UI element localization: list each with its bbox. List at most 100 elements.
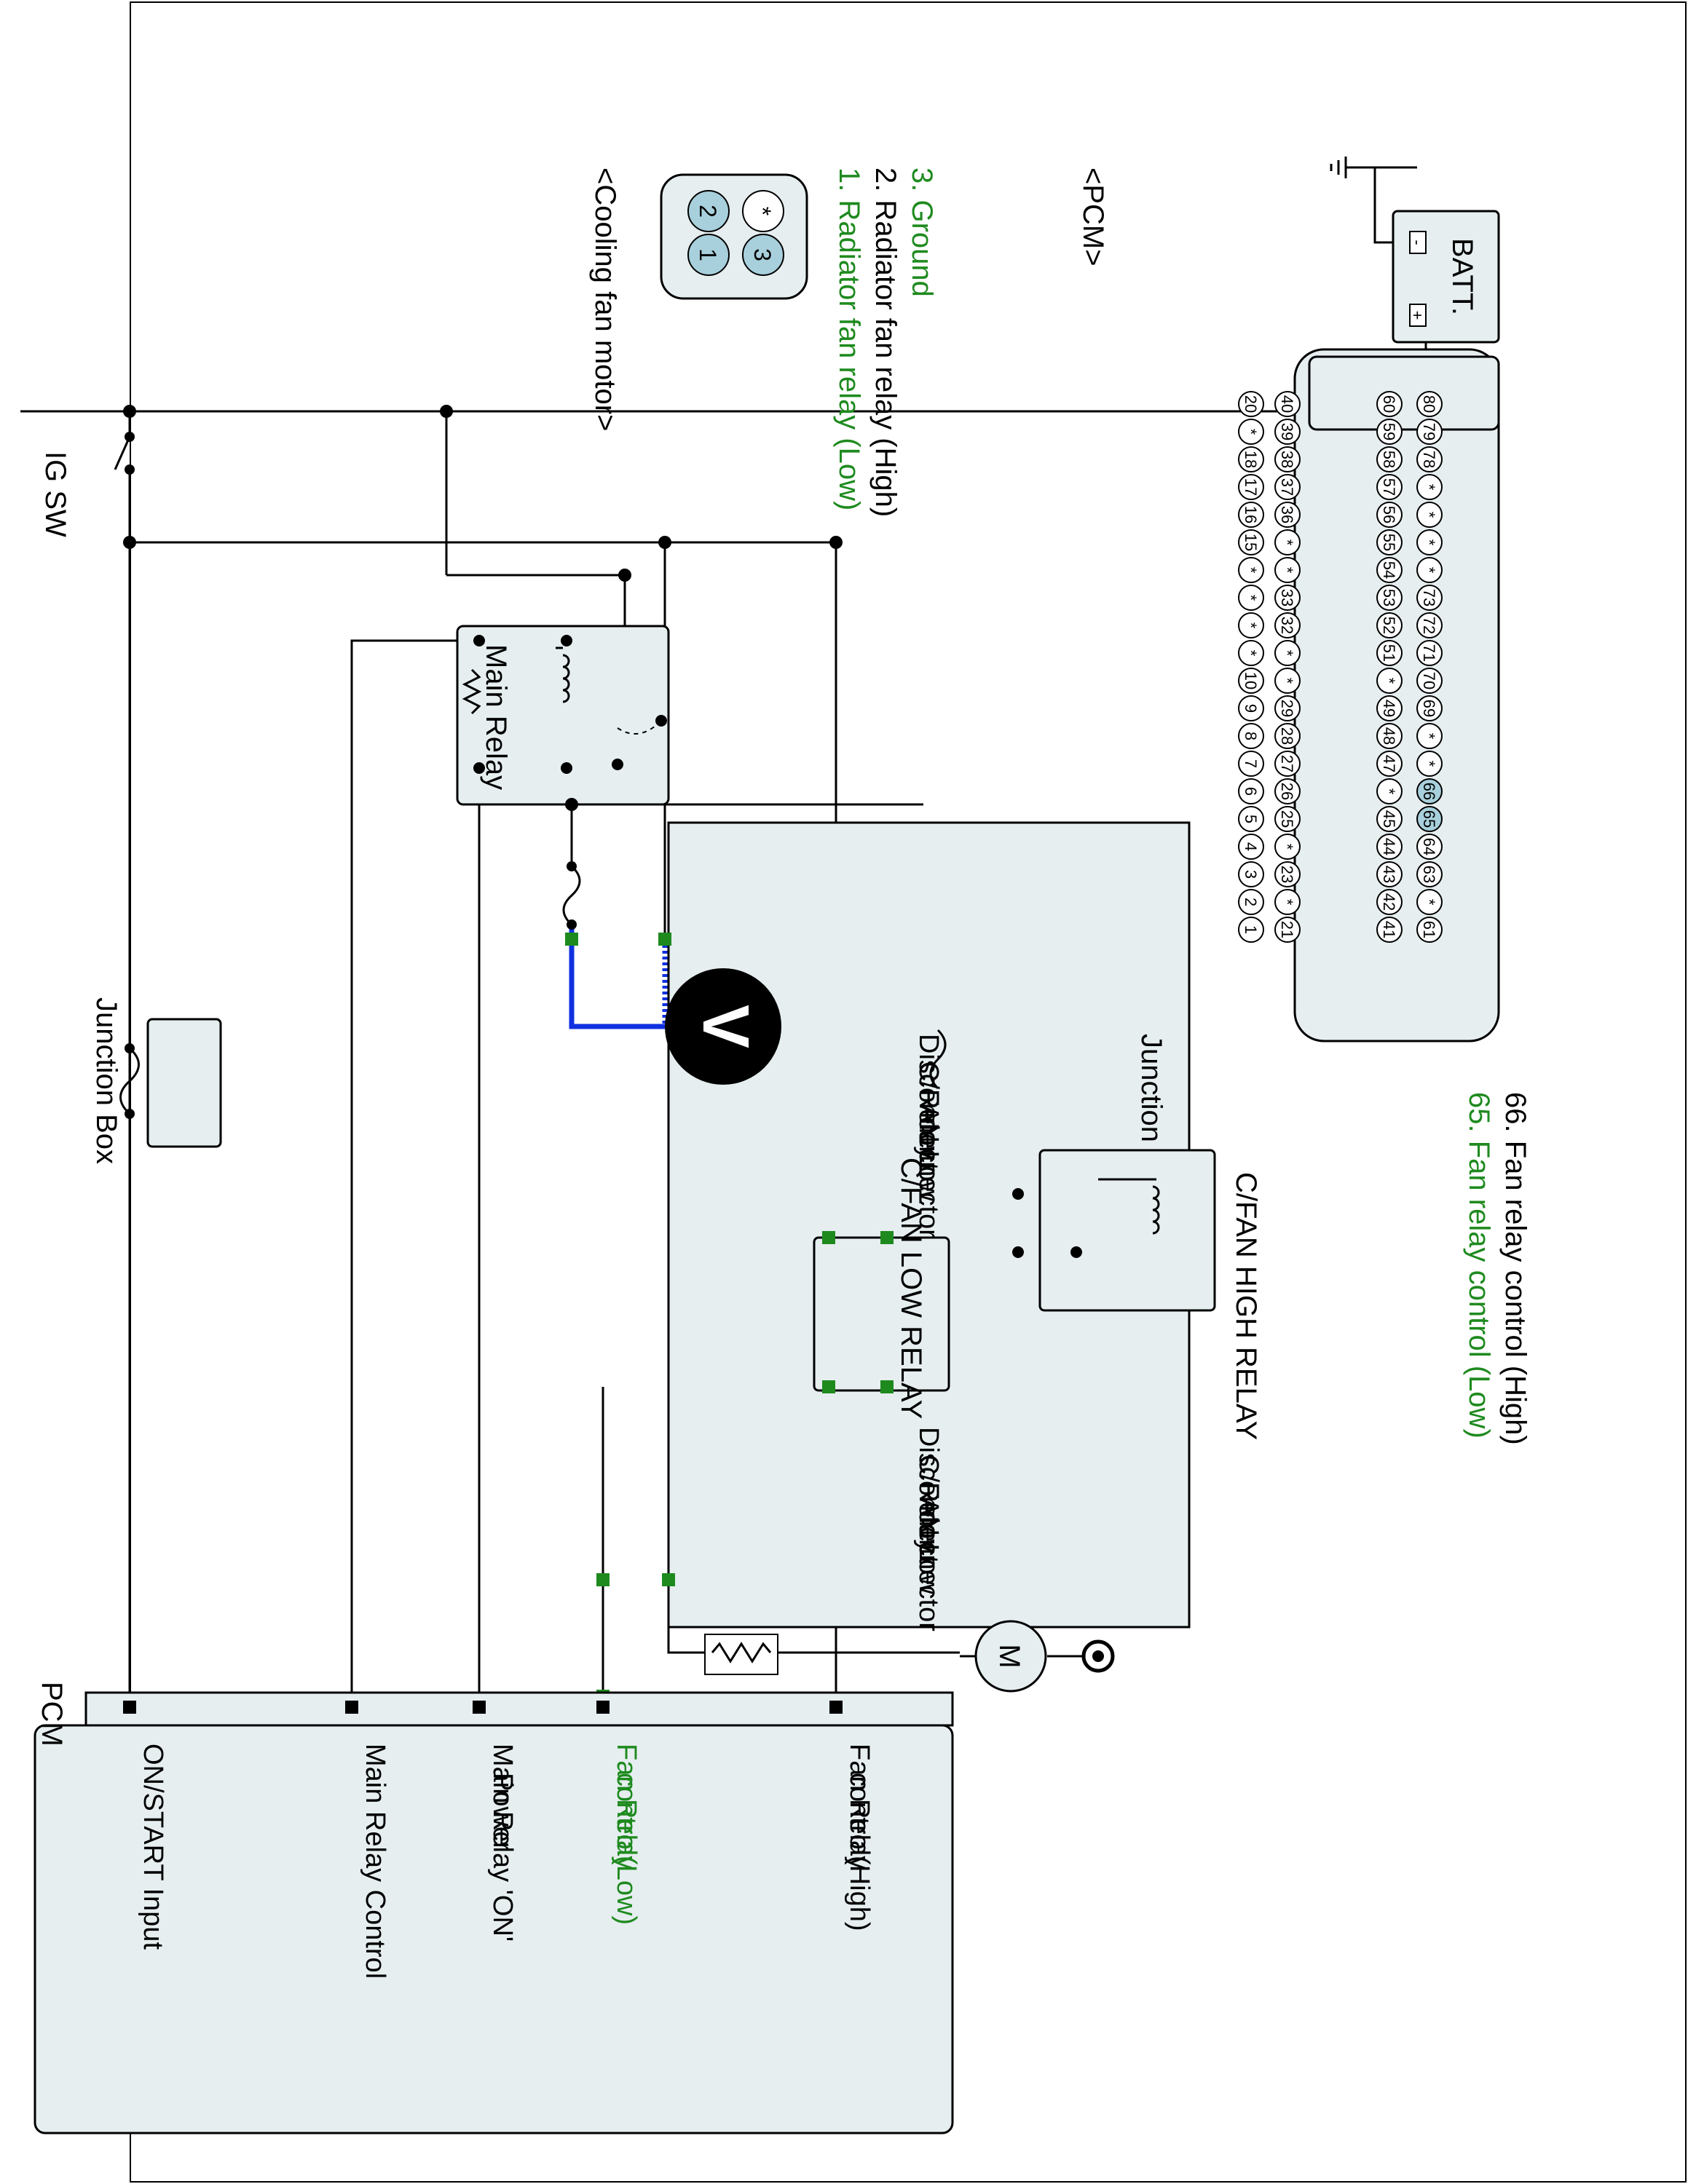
pcm-conn-legend-2: 66. Fan relay control (High) bbox=[1499, 1092, 1531, 1445]
pcm-connector-clip bbox=[1308, 355, 1500, 431]
node-high-ctrl bbox=[829, 536, 843, 549]
pcm-pin-0-1 bbox=[1238, 419, 1264, 445]
cfm-legend-3: 3. Ground bbox=[906, 167, 938, 297]
pcm-pin-label-4-0: Fan Relay bbox=[844, 1744, 875, 1870]
pcm-pin-label-r3-16: 64 bbox=[1420, 838, 1438, 855]
pcm-pin-label-r3-10: 70 bbox=[1420, 672, 1438, 689]
pcm-pin-label-r1-16: * bbox=[1278, 844, 1296, 850]
node-mr-feed bbox=[618, 569, 631, 582]
pcm-pin-label-r0-12: 8 bbox=[1242, 732, 1260, 740]
ig-sw-contact bbox=[125, 464, 135, 475]
pcm-pin-1-0 bbox=[1274, 391, 1301, 417]
pcm-pin-1-12 bbox=[1274, 723, 1301, 749]
pcm-pin-2-10 bbox=[1376, 668, 1403, 694]
pcm-pin-label-r2-19: 41 bbox=[1380, 921, 1398, 938]
pcm-pin-1-8 bbox=[1274, 612, 1301, 638]
pcm-terminal-4 bbox=[829, 1701, 843, 1714]
hr-dot-1 bbox=[1012, 1188, 1024, 1200]
pcm-pin-label-r1-13: 27 bbox=[1278, 755, 1296, 772]
low-relay-terminal-2 bbox=[658, 933, 671, 946]
pcm-pin-0-16 bbox=[1238, 834, 1264, 860]
main-relay-control-wire bbox=[350, 639, 457, 1696]
pcm-pin-2-15 bbox=[1376, 806, 1403, 832]
pcm-pin-label-r1-7: 33 bbox=[1278, 589, 1296, 606]
pcm-terminal-3 bbox=[596, 1701, 610, 1714]
pcm-pin-0-11 bbox=[1238, 695, 1264, 721]
pcm-pin-3-17 bbox=[1416, 861, 1443, 887]
pcm-pin-label-r3-8: 72 bbox=[1420, 617, 1438, 634]
pcm-pin-1-4 bbox=[1274, 502, 1301, 528]
low-relay-terminal-bottom bbox=[662, 1573, 675, 1586]
pcm-pin-1-7 bbox=[1274, 585, 1301, 611]
jb-fuse bbox=[119, 1047, 140, 1115]
hr-dot-3 bbox=[1070, 1246, 1082, 1258]
pcm-pin-label-r3-0: 80 bbox=[1420, 395, 1438, 413]
pcm-pin-2-4 bbox=[1376, 502, 1403, 528]
pcm-pin-label-r0-10: 10 bbox=[1242, 672, 1260, 689]
disconnect-1-line-2: Relay bbox=[913, 1089, 944, 1160]
pcm-pin-0-3 bbox=[1238, 474, 1264, 500]
pcm-pin-1-19 bbox=[1274, 917, 1301, 943]
ig-sw-label: IG SW bbox=[39, 451, 71, 537]
pcm-pin-label-r1-1: 39 bbox=[1278, 423, 1296, 440]
battery-plus-terminal bbox=[1409, 304, 1427, 327]
pcm-pin-label-r2-3: 57 bbox=[1380, 478, 1398, 496]
pcm-pin-1-5 bbox=[1274, 529, 1301, 555]
pcm-pin-2-12 bbox=[1376, 723, 1403, 749]
pcm-pin-3-7 bbox=[1416, 585, 1443, 611]
pcm-pin-label-r2-18: 42 bbox=[1380, 893, 1398, 911]
cfan-low-relay-label: C/FAN LOW RELAY bbox=[895, 1158, 927, 1419]
pcm-pin-3-13 bbox=[1416, 751, 1443, 777]
cfm-pin-3 bbox=[742, 234, 784, 276]
pcm-pin-label-r2-9: 51 bbox=[1380, 644, 1398, 662]
node-batt-main bbox=[440, 405, 453, 418]
disconnect-1-line-0: Disconnect bbox=[913, 1034, 944, 1171]
pcm-pin-1-16 bbox=[1274, 834, 1301, 860]
pcm-connector-body bbox=[1293, 348, 1500, 1042]
mr-dot-6 bbox=[655, 715, 667, 727]
pcm-pin-0-14 bbox=[1238, 778, 1264, 804]
cfm-legend-2: 2. Radiator fan relay (High) bbox=[869, 167, 902, 517]
battery-plus-label: + bbox=[1408, 311, 1427, 320]
pcm-conn-legend-1: 65. Fan relay control (Low) bbox=[1463, 1092, 1495, 1439]
motor-label: M bbox=[993, 1644, 1025, 1668]
mr-dot-4 bbox=[473, 762, 485, 774]
motor-ground-center bbox=[1092, 1650, 1104, 1662]
pcm-pin-3-1 bbox=[1416, 419, 1443, 445]
pcm-pin-label-r3-14: 66 bbox=[1420, 783, 1438, 800]
cooling-fan-connector bbox=[660, 173, 808, 300]
pcm-pin-2-3 bbox=[1376, 474, 1403, 500]
motor-resistor bbox=[704, 1634, 778, 1675]
pcm-pin-2-7 bbox=[1376, 585, 1403, 611]
pcm-pin-label-r1-19: 21 bbox=[1278, 921, 1296, 938]
pcm-pin-label-r0-18: 2 bbox=[1242, 898, 1260, 906]
pcm-pin-label-r0-19: 1 bbox=[1242, 925, 1260, 934]
pcm-label: PCM bbox=[36, 1682, 68, 1746]
pcm-pin-label-r2-15: 45 bbox=[1380, 810, 1398, 828]
pcm-pin-3-2 bbox=[1416, 446, 1443, 472]
pcm-pin-1-6 bbox=[1274, 557, 1301, 583]
pcm-pin-3-5 bbox=[1416, 529, 1443, 555]
pcm-pin-label-2-0: Main Relay 'ON' bbox=[487, 1744, 518, 1942]
main-relay-label: Main Relay bbox=[480, 644, 512, 790]
disconnect-1-line-3: connector bbox=[913, 1117, 944, 1238]
low-relay-terminal-1 bbox=[565, 933, 578, 946]
pcm-pin-2-9 bbox=[1376, 640, 1403, 666]
pcm-pin-label-r3-2: 78 bbox=[1420, 451, 1438, 468]
disconnect-2-line-1: C/FAN Low bbox=[913, 1455, 944, 1595]
cfm-pin-1 bbox=[687, 234, 730, 276]
pcm-pin-label-r1-11: 29 bbox=[1278, 700, 1296, 717]
pcm-pin-label-r2-14: * bbox=[1380, 788, 1398, 795]
cfan-high-relay-box bbox=[1038, 1149, 1216, 1312]
pcm-box bbox=[33, 1724, 954, 2134]
low-relay-t-c bbox=[880, 1380, 894, 1393]
pcm-pin-3-0 bbox=[1416, 391, 1443, 417]
pcm-pin-1-1 bbox=[1274, 419, 1301, 445]
low-relay-t-a bbox=[880, 1231, 894, 1244]
pcm-pin-2-16 bbox=[1376, 834, 1403, 860]
pcm-pin-3-3 bbox=[1416, 474, 1443, 500]
pcm-pin-label-r0-9: * bbox=[1242, 650, 1260, 657]
pcm-pin-label-r3-19: 61 bbox=[1420, 921, 1438, 938]
pcm-pin-label-r2-16: 44 bbox=[1380, 838, 1398, 855]
pcm-pin-label-r0-1: * bbox=[1242, 429, 1260, 435]
